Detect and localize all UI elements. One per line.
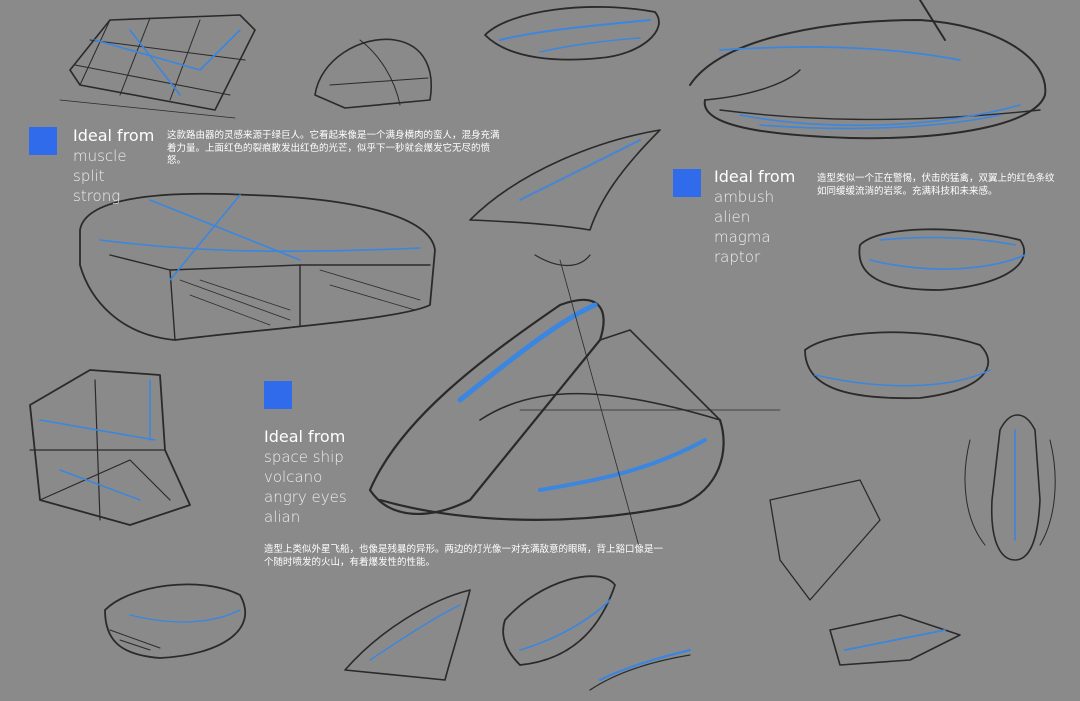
keyword-muscle: muscle <box>73 147 127 165</box>
concept-block-3: Ideal from space ship volcano angry eyes… <box>264 427 347 527</box>
accent-square-1 <box>29 127 57 155</box>
concept-block-2: Ideal from ambush alien magma raptor <box>714 167 795 267</box>
keyword-alian: alian <box>264 508 301 526</box>
sketch-box-top-left <box>59 14 256 119</box>
concept-heading-1: Ideal from <box>73 126 155 145</box>
sketch-disc-right-1 <box>858 228 1026 291</box>
sketch-ship-top <box>484 6 660 61</box>
concept-description-1: 这款路由器的灵感来源于绿巨人。它看起来像是一个满身横肉的蛮人，混身充满着力量。上… <box>167 130 500 166</box>
keyword-angry-eyes: angry eyes <box>264 488 347 506</box>
keyword-magma: magma <box>714 228 771 246</box>
sketch-disc-right-2 <box>804 331 991 400</box>
keyword-volcano: volcano <box>264 468 323 486</box>
keyword-split: split <box>73 167 105 185</box>
sketch-wedge-bottom-left <box>104 583 247 659</box>
keyword-alien: alien <box>714 208 751 226</box>
concept-heading-2: Ideal from <box>714 167 796 186</box>
sketch-wing-right-low <box>769 479 961 666</box>
sketch-figure-right <box>964 414 1056 561</box>
keyword-space-ship: space ship <box>264 448 344 466</box>
sketch-fin-bottom <box>344 575 692 691</box>
keyword-strong: strong <box>73 187 121 205</box>
concept-description-2: 造型类似一个正在警惕，伏击的猛禽，双翼上的红色条纹如同缓缓流淌的岩浆。充满科技和… <box>817 173 1055 197</box>
sketch-ship-top-right <box>689 0 1047 140</box>
concept-block-1: Ideal from muscle split strong <box>73 126 154 206</box>
concept-description-3: 造型上类似外星飞船，也像是残暴的异形。两边的灯光像一对充满敌意的眼睛，背上豁口像… <box>264 544 664 568</box>
sketch-ship-center <box>368 259 781 551</box>
accent-square-2 <box>673 169 701 197</box>
accent-square-3 <box>264 381 292 409</box>
keyword-raptor: raptor <box>714 248 761 266</box>
keyword-ambush: ambush <box>714 188 775 206</box>
sketch-block-middle-left <box>79 192 436 341</box>
sketch-dome-top <box>314 38 432 109</box>
sketch-wing-center <box>469 129 661 267</box>
sketch-cube-left <box>29 369 191 526</box>
concept-heading-3: Ideal from <box>264 427 346 446</box>
